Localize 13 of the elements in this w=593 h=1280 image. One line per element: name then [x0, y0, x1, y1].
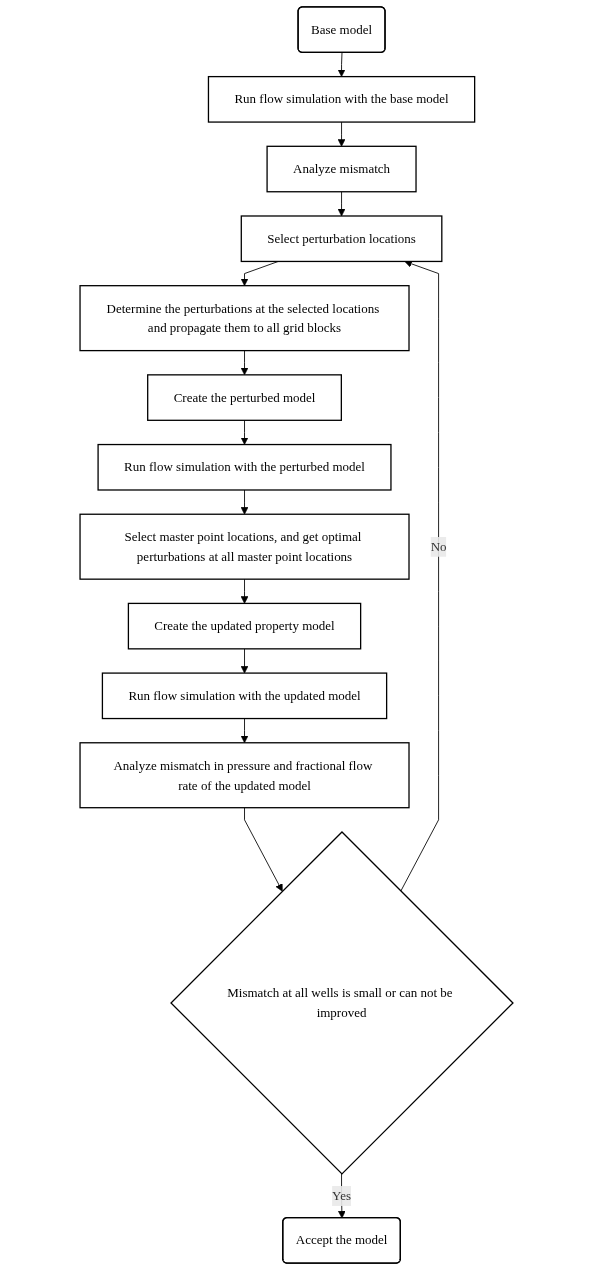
node-box: Run flow simulation with the base model: [207, 75, 476, 123]
node-box: Run flow simulation with the updated model: [101, 672, 388, 720]
node-box: Create the perturbed model: [147, 374, 342, 421]
node-diamond: Mismatch at all wells is small or can not be improved: [170, 831, 514, 1175]
node-box: Determine the perturbations at the selected locations and propagate them to all grid blocks: [79, 285, 410, 352]
edge-label: Yes: [332, 1188, 351, 1203]
node-box: Analyze mismatch in pressure and fractional flow rate of the updated model: [79, 742, 410, 809]
node-box: Create the updated property model: [127, 602, 362, 650]
edge-label: No: [430, 539, 447, 554]
node-box: Run flow simulation with the perturbed model: [97, 443, 392, 491]
node-box: Analyze mismatch: [266, 145, 417, 193]
node-box: Select master point locations, and get optimal perturbations at all master point locations: [79, 513, 410, 580]
node-box: Select perturbation locations: [240, 215, 443, 263]
